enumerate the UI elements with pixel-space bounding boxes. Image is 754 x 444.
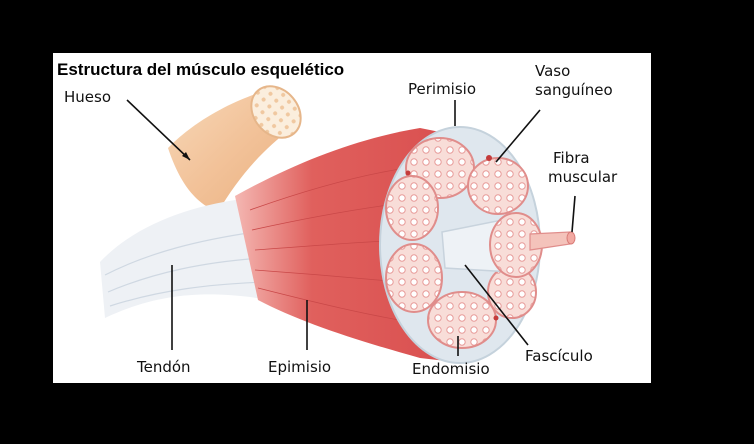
label-fibra-line2: muscular — [548, 168, 618, 186]
bone — [168, 85, 302, 212]
fascicle — [427, 291, 497, 349]
label-vaso-line1: Vaso — [535, 62, 570, 80]
muscle-cross-section — [379, 126, 576, 364]
label-fasciculo: Fascículo — [525, 347, 593, 365]
blood-vessel — [493, 315, 499, 321]
diagram-title: Estructura del músculo esquelético — [57, 60, 344, 79]
pointer-hueso — [126, 99, 191, 161]
muscle-fiber — [529, 231, 571, 251]
fascicle — [385, 175, 439, 241]
label-vaso-line2: sanguíneo — [535, 81, 613, 99]
label-endomisio: Endomisio — [412, 360, 490, 378]
blood-vessel — [405, 170, 411, 176]
label-hueso: Hueso — [64, 88, 111, 106]
pointer-lines — [126, 99, 576, 356]
fascicle — [385, 243, 443, 313]
label-tendon: Tendón — [136, 358, 191, 376]
label-fibra-line1: Fibra — [553, 149, 590, 167]
pointer-vaso — [495, 109, 541, 163]
pointer-fasciculo — [464, 264, 529, 346]
fascicle — [467, 157, 529, 215]
tendon — [100, 198, 270, 318]
muscle-fiber-end — [566, 231, 576, 245]
pointer-fibra — [571, 195, 576, 233]
blood-vessel — [486, 155, 492, 161]
label-perimisio: Perimisio — [408, 80, 476, 98]
label-epimisio: Epimisio — [268, 358, 331, 376]
